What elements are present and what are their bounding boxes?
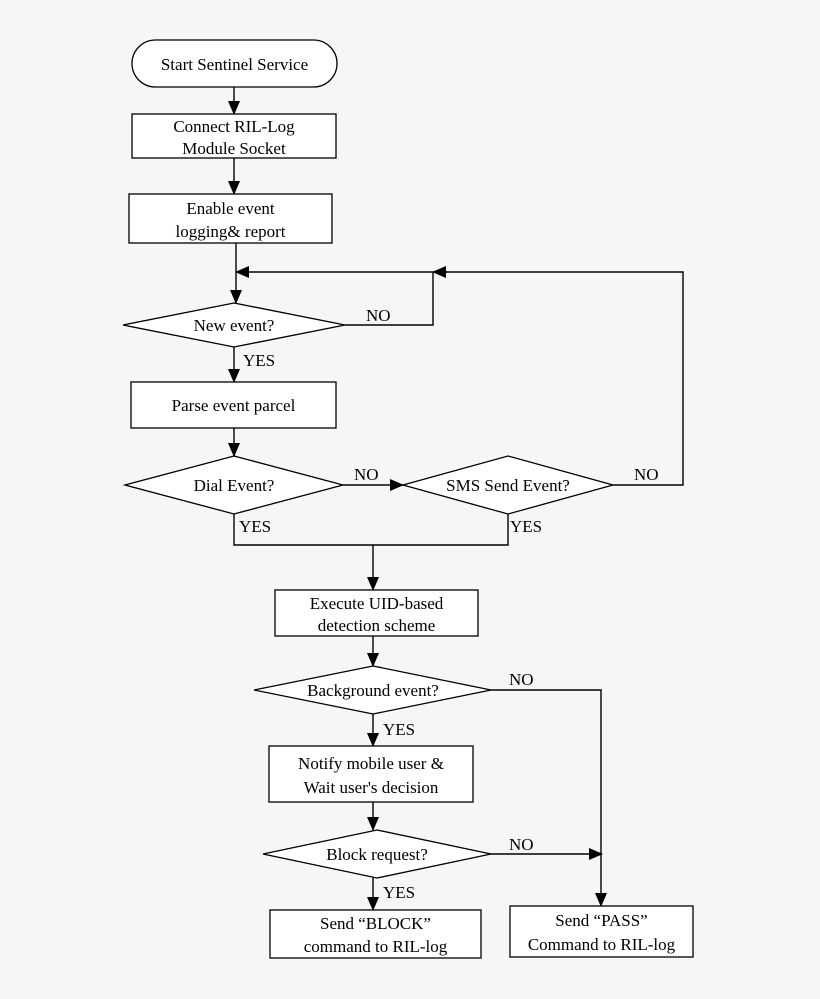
dial-event-yes-label: YES <box>239 517 271 536</box>
notify-label-line2: Wait user's decision <box>304 778 439 797</box>
background-event-decision: Background event? <box>253 665 492 715</box>
dial-event-no-label: NO <box>354 465 379 484</box>
new-event-yes-label: YES <box>243 351 275 370</box>
parse-label: Parse event parcel <box>172 396 296 415</box>
connect-process: Connect RIL-Log Module Socket <box>131 113 337 159</box>
connectors <box>228 87 684 911</box>
new-event-label: New event? <box>194 316 275 335</box>
enable-label-line1: Enable event <box>186 199 275 218</box>
sms-event-decision: SMS Send Event? <box>400 455 616 515</box>
background-event-diamond <box>253 665 492 715</box>
background-event-label: Background event? <box>307 681 439 700</box>
loop-no-new-event <box>235 266 434 326</box>
dial-event-diamond <box>122 455 346 515</box>
connect-label-line1: Connect RIL-Log <box>173 117 295 136</box>
send-block-label-line2: command to RIL-log <box>304 937 448 956</box>
background-yes-label: YES <box>383 720 415 739</box>
sms-event-diamond <box>400 455 616 515</box>
block-request-diamond <box>262 829 492 879</box>
send-pass-label-line1: Send “PASS” <box>555 911 647 930</box>
new-event-decision: New event? <box>122 302 346 348</box>
merge-yes-branches <box>233 513 509 546</box>
block-request-decision: Block request? <box>262 829 492 879</box>
block-request-no-label: NO <box>509 835 534 854</box>
loop-no-sms-event <box>432 266 684 486</box>
sms-event-label: SMS Send Event? <box>446 476 570 495</box>
send-pass-process: Send “PASS” Command to RIL-log <box>509 905 694 958</box>
dial-event-label: Dial Event? <box>194 476 275 495</box>
execute-process: Execute UID-based detection scheme <box>274 589 479 637</box>
execute-box <box>274 589 479 637</box>
send-block-box <box>269 909 482 959</box>
send-block-label-line1: Send “BLOCK” <box>320 914 431 933</box>
background-no-label: NO <box>509 670 534 689</box>
start-terminal: Start Sentinel Service <box>131 39 338 88</box>
notify-process: Notify mobile user & Wait user's decisio… <box>268 745 474 803</box>
sms-event-no-label: NO <box>634 465 659 484</box>
start-label: Start Sentinel Service <box>161 55 308 74</box>
connect-label-line2: Module Socket <box>182 139 286 158</box>
connect-box <box>131 113 337 159</box>
new-event-no-label: NO <box>366 306 391 325</box>
arrow-background-no-to-pass <box>491 689 607 907</box>
notify-box <box>268 745 474 803</box>
enable-box <box>128 193 333 244</box>
parse-box <box>130 381 337 429</box>
sms-event-yes-label: YES <box>510 517 542 536</box>
new-event-diamond <box>122 302 346 348</box>
enable-process: Enable event logging& report <box>128 193 333 244</box>
start-shape <box>131 39 338 88</box>
send-pass-label-line2: Command to RIL-log <box>528 935 676 954</box>
block-request-yes-label: YES <box>383 883 415 902</box>
execute-label-line2: detection scheme <box>318 616 436 635</box>
send-block-process: Send “BLOCK” command to RIL-log <box>269 909 482 959</box>
execute-label-line1: Execute UID-based <box>310 594 444 613</box>
parse-process: Parse event parcel <box>130 381 337 429</box>
send-pass-box <box>509 905 694 958</box>
block-request-label: Block request? <box>326 845 428 864</box>
dial-event-decision: Dial Event? <box>122 455 346 515</box>
branch-labels: NO YES NO NO YES YES NO YES NO YES <box>239 306 659 902</box>
notify-label-line1: Notify mobile user & <box>298 754 444 773</box>
enable-label-line2: logging& report <box>175 222 285 241</box>
